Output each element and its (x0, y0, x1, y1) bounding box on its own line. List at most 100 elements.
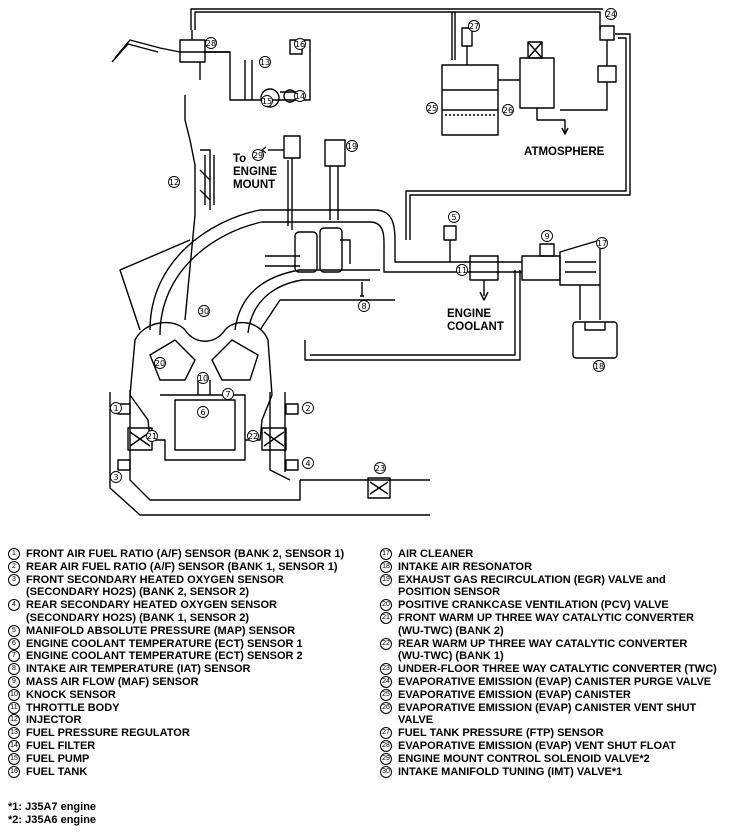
legend-text: ENGINE COOLANT TEMPERATURE (ECT) SENSOR … (26, 637, 303, 650)
legend-item: 10 KNOCK SENSOR (8, 688, 378, 702)
svg-text:27: 27 (469, 22, 479, 31)
engine-emission-system-diagram: To ENGINE MOUNT ATMOSPHERE ENGINE COOLAN… (109, 8, 631, 516)
legend-item: 15 FUEL PUMP (8, 752, 378, 766)
legend-item: 7 ENGINE COOLANT TEMPERATURE (ECT) SENSOR… (8, 650, 378, 663)
svg-text:21: 21 (147, 432, 157, 441)
svg-text:23: 23 (375, 464, 385, 473)
legend-text: KNOCK SENSOR (26, 688, 116, 701)
svg-text:5: 5 (451, 213, 456, 222)
svg-text:3: 3 (113, 473, 118, 482)
legend-text: INTAKE AIR RESONATOR (398, 560, 533, 573)
svg-text:11: 11 (457, 266, 467, 275)
legend-text: FRONT AIR FUEL RATIO (A/F) SENSOR (BANK … (26, 548, 345, 560)
legend-text: REAR AIR FUEL RATIO (A/F) SENSOR (BANK 1… (26, 560, 338, 573)
svg-text:8: 8 (361, 302, 366, 311)
legend-text: EVAPORATIVE EMISSION (EVAP) CANISTER (398, 688, 631, 701)
legend-number: 16 (8, 765, 20, 778)
legend-text: EVAPORATIVE EMISSION (EVAP) VENT SHUT FL… (398, 739, 676, 752)
atmosphere-label: ATMOSPHERE (524, 146, 605, 158)
rear-wu-twc (261, 427, 287, 451)
legend-number: 22 (380, 637, 392, 650)
svg-text:17: 17 (597, 239, 607, 248)
legend-number: 10 (8, 688, 20, 701)
svg-text:18: 18 (594, 362, 604, 371)
legend-item: 1 FRONT AIR FUEL RATIO (A/F) SENSOR (BANK… (8, 548, 378, 561)
legend-item: 25 EVAPORATIVE EMISSION (EVAP) CANISTER (380, 688, 745, 702)
svg-text:12: 12 (169, 178, 179, 187)
svg-text:15: 15 (262, 97, 272, 106)
to-engine-mount-label-1: To (233, 153, 246, 165)
under-floor-twc (367, 477, 391, 499)
legend-text: REAR WARM UP THREE WAY CATALYTIC CONVERT… (398, 637, 688, 663)
legend-number: 9 (8, 675, 20, 688)
svg-text:7: 7 (225, 390, 230, 399)
svg-text:30: 30 (199, 307, 209, 316)
legend-number: 11 (8, 701, 20, 714)
evap-canister (519, 57, 555, 109)
intake-manifold (149, 209, 522, 331)
svg-text:22: 22 (248, 432, 258, 441)
legend-number: 2 (8, 560, 20, 573)
engine-mount-solenoid (283, 135, 301, 159)
legend-text: FUEL TANK (26, 765, 88, 778)
legend-item: 2 REAR AIR FUEL RATIO (A/F) SENSOR (BANK … (8, 560, 378, 574)
to-engine-mount-label-3: MOUNT (233, 179, 275, 191)
svg-text:13: 13 (260, 58, 270, 67)
svg-text:2: 2 (305, 404, 310, 413)
maf-sensor (539, 243, 555, 257)
footnote-1: *1: J35A7 engine (8, 801, 97, 813)
legend-text: ENGINE COOLANT TEMPERATURE (ECT) SENSOR … (26, 650, 303, 663)
legend-text: FUEL TANK PRESSURE (FTP) SENSOR (398, 727, 604, 740)
legend-number: 3 (8, 573, 20, 586)
legend-left: 1 FRONT AIR FUEL RATIO (A/F) SENSOR (BANK… (8, 548, 378, 778)
egr-valve (324, 139, 346, 167)
legend-number: 25 (380, 688, 392, 701)
legend-number: 6 (8, 637, 20, 650)
footnote-2: *2: J35A6 engine (8, 813, 97, 826)
svg-text:6: 6 (200, 408, 205, 417)
evap-canister-purge-valve (599, 25, 615, 41)
legend-text: FUEL FILTER (26, 739, 96, 752)
legend-number: 5 (8, 624, 20, 637)
svg-text:9: 9 (544, 232, 549, 241)
callouts (110, 8, 617, 483)
throttle-body (469, 255, 499, 281)
exhaust-manifold-bank1 (269, 392, 291, 481)
purge-hose (409, 33, 631, 240)
front-secondary-ho2s (117, 459, 131, 471)
legend-text: FUEL PUMP (26, 752, 90, 765)
legend-item: 3 FRONT SECONDARY HEATED OXYGEN SENSOR (S… (8, 573, 378, 600)
legend-number: 1 (8, 548, 20, 560)
legend-number: 27 (380, 727, 392, 740)
engine-coolant-label-2: COOLANT (447, 321, 504, 333)
legend-item: 5 MANIFOLD ABSOLUTE PRESSURE (MAP) SENSOR (8, 624, 378, 638)
legend-number: 7 (8, 650, 20, 663)
legend-number: 15 (8, 752, 20, 765)
legend-text: INTAKE AIR TEMPERATURE (IAT) SENSOR (26, 663, 251, 676)
legend-text: MANIFOLD ABSOLUTE PRESSURE (MAP) SENSOR (26, 624, 296, 637)
legend-number: 18 (380, 560, 392, 573)
injector-line (184, 95, 196, 321)
svg-text:28: 28 (206, 39, 216, 48)
legend-text: INTAKE MANIFOLD TUNING (IMT) VALVE*1 (398, 765, 623, 778)
rear-af-sensor (285, 403, 299, 415)
exhaust-manifold-bank2 (129, 390, 301, 501)
rear-secondary-ho2s (285, 459, 299, 471)
svg-text:1: 1 (113, 404, 118, 413)
legend-text: FRONT SECONDARY HEATED OXYGEN SENSOR (SE… (26, 573, 284, 599)
footnotes: *1: J35A7 engine *2: J35A6 engine (8, 801, 96, 826)
legend-text: REAR SECONDARY HEATED OXYGEN SENSOR (SEC… (26, 599, 278, 624)
legend-number: 4 (8, 599, 20, 612)
legend-item: 27 FUEL TANK PRESSURE (FTP) SENSOR (380, 727, 745, 740)
svg-text:16: 16 (295, 40, 305, 49)
